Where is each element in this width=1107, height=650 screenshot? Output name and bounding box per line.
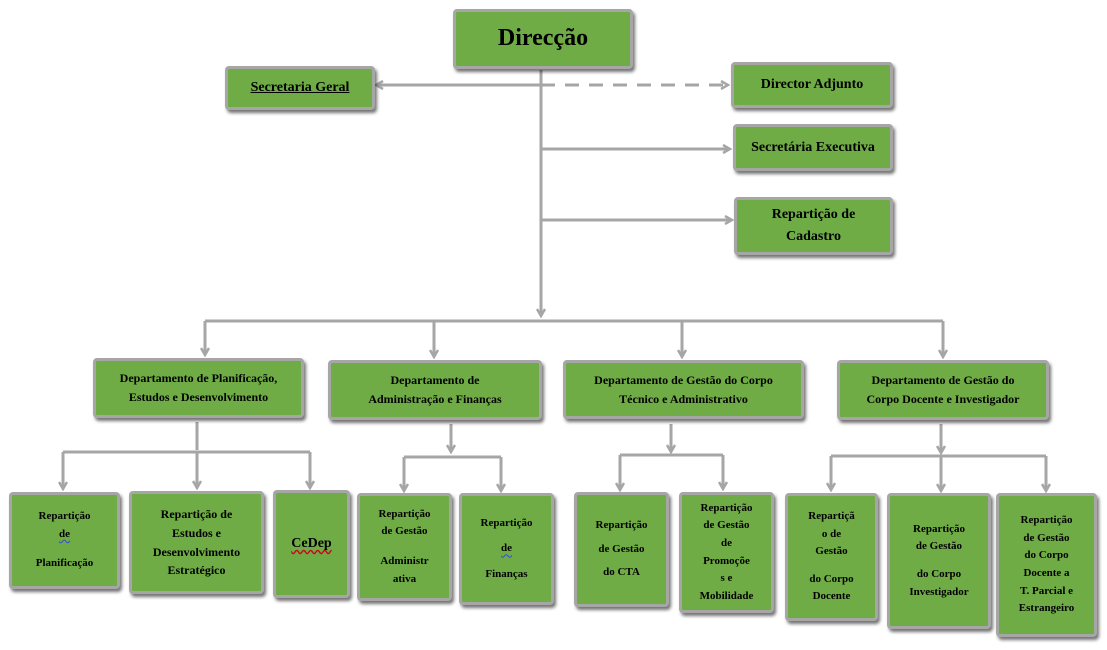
rep-docente-line3: Gestão (815, 545, 848, 558)
rep-financas-line1: Repartição (480, 516, 533, 529)
rep-gestao-admin-box: Repartição de Gestão Administr ativa (357, 493, 452, 601)
rep-docente-line1: Repartiçã (808, 510, 855, 523)
rep-cta-line2: de Gestão (598, 542, 645, 555)
rep-financas-line3: Finanças (485, 567, 528, 580)
dept-tecnico-box: Departamento de Gestão do Corpo Técnico … (563, 360, 804, 419)
rep-financas-box: Repartição de Finanças (459, 493, 554, 605)
rep-investigador-box: Repartição de Gestão do Corpo Investigad… (887, 493, 991, 629)
rep-planificacao-box: Repartição de Planificação (9, 492, 120, 589)
dept-planificacao-label: Departamento de Planificação, Estudos e … (119, 371, 278, 404)
rep-investigador-line2: do Corpo Investigador (909, 568, 969, 598)
rep-investigador-line1: Repartição de Gestão (913, 522, 965, 553)
dept-docente-box: Departamento de Gestão do Corpo Docente … (837, 360, 1049, 420)
secretaria-executiva-label: Secretária Executiva (751, 139, 875, 155)
direccao-label: Direcção (497, 25, 589, 52)
dept-docente-label: Departamento de Gestão do Corpo Docente … (866, 373, 1020, 406)
rep-cta-line3: do CTA (603, 566, 640, 579)
rep-estudos-box: Repartição de Estudos e Desenvolvimento … (129, 491, 264, 594)
dept-administracao-label: Departamento de Administração e Finanças (368, 373, 502, 406)
secretaria-executiva-box: Secretária Executiva (733, 124, 893, 171)
cedep-box: CeDep (273, 490, 350, 598)
dept-tecnico-label: Departamento de Gestão do Corpo Técnico … (594, 372, 773, 406)
dept-administracao-box: Departamento de Administração e Finanças (328, 360, 542, 420)
direccao-box: Direcção (453, 9, 633, 69)
rep-estudos-label: Repartição de Estudos e Desenvolvimento … (152, 507, 241, 578)
rep-docente-line2: o de (821, 527, 842, 540)
rep-planificacao-line1: Repartição (38, 510, 91, 523)
rep-gestao-admin-line1: Repartição de Gestão (378, 507, 431, 538)
rep-docente-line4: do Corpo Docente (809, 572, 854, 603)
reparticao-cadastro-label: Repartição de Cadastro (771, 207, 856, 244)
rep-parcial-box: Repartição de Gestão do Corpo Docente a … (996, 493, 1097, 637)
rep-planificacao-line2: de (59, 527, 70, 540)
secretaria-geral-label: Secretaria Geral (250, 80, 350, 96)
director-adjunto-label: Director Adjunto (760, 77, 864, 93)
rep-docente-box: Repartiçã o de Gestão do Corpo Docente (785, 493, 878, 621)
rep-cta-box: Repartição de Gestão do CTA (574, 492, 669, 607)
rep-parcial-label: Repartição de Gestão do Corpo Docente a … (1018, 514, 1075, 615)
rep-planificacao-line3: Planificação (35, 557, 94, 570)
rep-promocoes-box: Repartição de Gestão de Promoçõe s e Mob… (679, 492, 774, 613)
dept-planificacao-box: Departamento de Planificação, Estudos e … (93, 358, 304, 418)
cedep-label: CeDep (291, 536, 332, 552)
rep-financas-line2: de (501, 542, 512, 555)
rep-cta-line1: Repartição (595, 519, 648, 532)
rep-promocoes-label: Repartição de Gestão de Promoçõe s e Mob… (699, 501, 754, 602)
secretaria-geral-box: Secretaria Geral (225, 66, 375, 110)
rep-gestao-admin-line2: Administr ativa (380, 555, 429, 585)
reparticao-cadastro-box: Repartição de Cadastro (734, 197, 893, 255)
director-adjunto-box: Director Adjunto (731, 62, 893, 108)
